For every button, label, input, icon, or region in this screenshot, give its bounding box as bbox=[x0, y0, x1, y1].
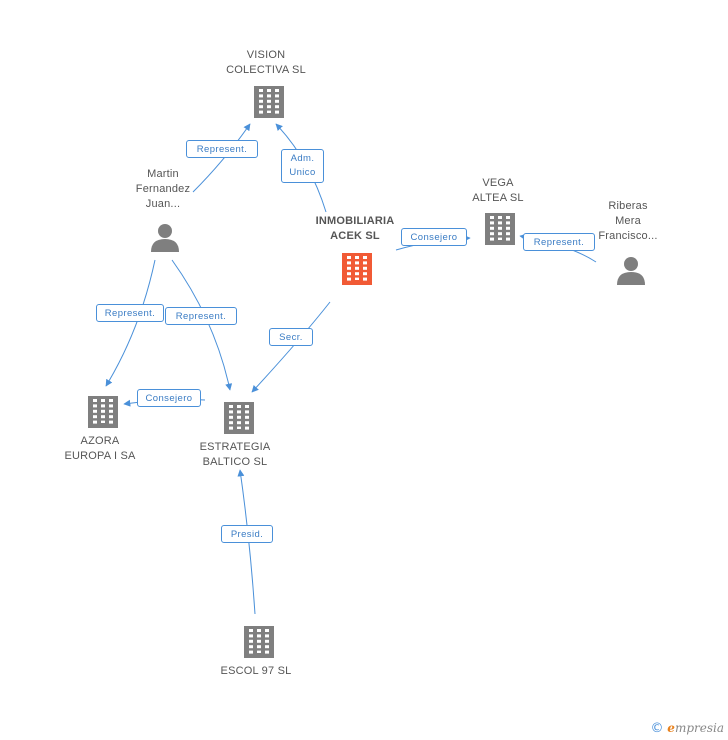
edge-label-main-estrategia: Secr. bbox=[269, 328, 313, 346]
edge-label-escol-estrategia: Presid. bbox=[221, 525, 273, 543]
person-icon bbox=[151, 224, 179, 252]
edge-martin-vision bbox=[192, 123, 251, 193]
edge-label-riberas-vega: Represent. bbox=[523, 233, 595, 251]
node-label-vision[interactable]: VISION COLECTIVA SL bbox=[226, 49, 306, 76]
node-label-escol[interactable]: ESCOL 97 SL bbox=[220, 665, 292, 677]
edge-label-martin-estrategia: Represent. bbox=[165, 307, 237, 325]
building-icon bbox=[485, 213, 515, 245]
edge-label-martin-azora: Represent. bbox=[96, 304, 164, 322]
node-label-vega[interactable]: VEGA ALTEA SL bbox=[472, 177, 524, 204]
node-label-main[interactable]: INMOBILIARIA ACEK SL bbox=[315, 215, 395, 242]
edge-label-main-vega: Consejero bbox=[401, 228, 467, 246]
building-icon bbox=[244, 626, 274, 658]
node-label-martin[interactable]: Martin Fernandez Juan... bbox=[135, 168, 191, 210]
building-icon bbox=[88, 396, 118, 428]
node-label-riberas[interactable]: Riberas Mera Francisco... bbox=[598, 200, 658, 242]
copyright-icon: © bbox=[650, 721, 664, 736]
building-icon bbox=[342, 253, 372, 285]
person-icon bbox=[617, 257, 645, 285]
brand-logo-text: mpresia bbox=[674, 721, 724, 735]
brand-footer: © empresia bbox=[650, 721, 724, 736]
brand-logo-initial: e bbox=[667, 721, 675, 735]
edge-label-martin-vision: Represent. bbox=[186, 140, 258, 158]
building-icon bbox=[254, 86, 284, 118]
edge-main-estrategia bbox=[251, 301, 331, 393]
building-icon bbox=[224, 402, 254, 434]
node-label-azora[interactable]: AZORA EUROPA I SA bbox=[64, 435, 136, 462]
edge-label-main-vision: Adm. Unico bbox=[281, 149, 324, 183]
edge-martin-azora bbox=[105, 259, 156, 387]
node-label-estrategia[interactable]: ESTRATEGIA BALTICO SL bbox=[199, 441, 271, 468]
edge-label-estrategia-azora: Consejero bbox=[137, 389, 201, 407]
